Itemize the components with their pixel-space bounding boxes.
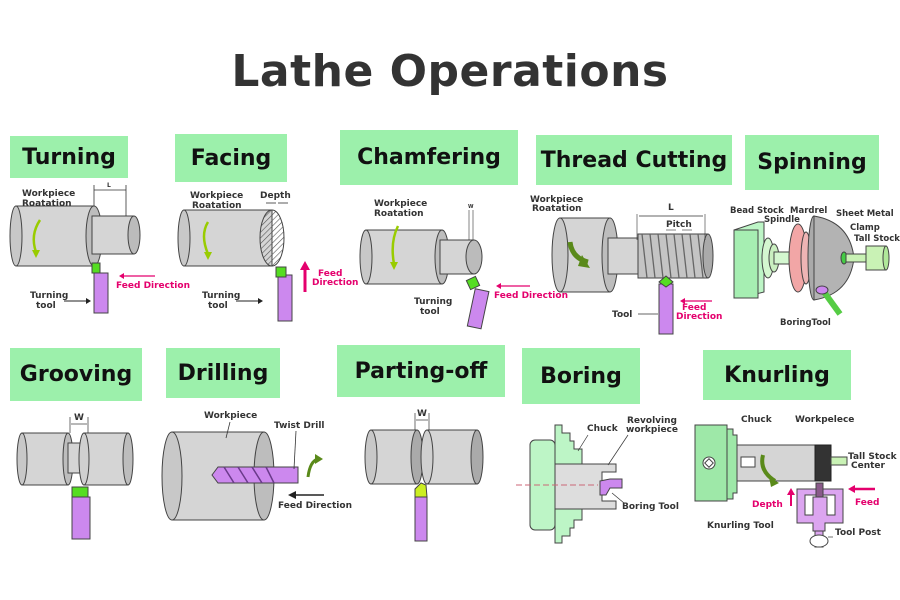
drilling-diagram: Workpiece Twist Drill Feed Direction xyxy=(161,411,352,521)
feed-label: Feed xyxy=(855,498,879,508)
svg-text:Roatation: Roatation xyxy=(374,209,424,219)
operation-label-parting-off: Parting-off xyxy=(337,345,505,397)
cutting-tool xyxy=(91,262,109,314)
panel-turning: Turning Workpiece Roatation L Turning to… xyxy=(0,130,190,330)
feed-direction-label: Feed Direction xyxy=(116,281,190,291)
svg-text:Mardrel: Mardrel xyxy=(790,206,827,216)
panel-grooving: Grooving W xyxy=(0,345,165,555)
svg-text:Roatation: Roatation xyxy=(22,199,72,209)
panel-drilling: Drilling Workpiece Twist Drill Feed Dire… xyxy=(160,345,352,555)
svg-text:Center: Center xyxy=(851,461,886,471)
panel-thread-cutting: Thread Cutting Workpiece Roatation L Pit… xyxy=(530,130,732,335)
facing-diagram: Workpiece Roatation Depth Turning tool F… xyxy=(177,191,358,322)
boring-tool xyxy=(815,285,843,316)
panel-parting-off: Parting-off W xyxy=(335,345,510,555)
svg-text:Bead Stock: Bead Stock xyxy=(730,206,784,216)
operation-label-grooving: Grooving xyxy=(10,348,142,401)
chuck-label: Chuck xyxy=(741,415,773,425)
svg-text:Tall Stock: Tall Stock xyxy=(848,452,898,462)
chuck-label: Chuck xyxy=(587,424,619,434)
svg-text:Workpiece: Workpiece xyxy=(190,191,243,201)
workpiece xyxy=(9,205,141,267)
length-label: L xyxy=(668,203,674,213)
drill-label: Twist Drill xyxy=(274,421,325,431)
workpiece-label: Workpelece xyxy=(795,415,854,425)
length-label: L xyxy=(107,182,111,189)
revolving-workpiece xyxy=(554,463,617,510)
chamfering-diagram: Workpiece Roatation W Turning tool xyxy=(359,199,490,330)
spinning-diagram: Bead Stock Spindle Mardrel Sheet Metal C… xyxy=(730,206,900,328)
operation-label-facing: Facing xyxy=(175,134,287,182)
boring-diagram: Chuck Revolving workpiece Boring Tool xyxy=(516,416,679,544)
turning-diagram: Workpiece Roatation L Turning tool Feed … xyxy=(9,182,190,314)
workpiece-label: Workpiece xyxy=(204,411,257,421)
svg-text:BoringTool: BoringTool xyxy=(780,318,831,328)
knurling-tool xyxy=(796,482,844,548)
operation-label-boring: Boring xyxy=(522,348,640,404)
svg-text:workpiece: workpiece xyxy=(626,425,678,435)
tool-label: Boring Tool xyxy=(622,502,679,512)
panel-boring: Boring Chuck Revolving workpiece Boring … xyxy=(510,345,685,555)
svg-text:Direction: Direction xyxy=(312,278,358,288)
svg-text:Spindle: Spindle xyxy=(764,215,800,225)
rotation-arrow-icon xyxy=(32,219,42,253)
bead-stock xyxy=(733,221,765,299)
grooving-diagram: W xyxy=(16,413,134,540)
rotation-label: Workpiece xyxy=(22,189,75,199)
pitch-label: Pitch xyxy=(666,220,692,230)
workpiece-label: Revolving xyxy=(627,416,677,426)
svg-text:tool: tool xyxy=(420,307,440,317)
svg-text:Turning: Turning xyxy=(414,297,452,307)
svg-text:W: W xyxy=(468,204,474,210)
thread xyxy=(637,233,714,279)
parting-off-diagram: W xyxy=(364,409,484,542)
boring-tool xyxy=(599,478,623,496)
twist-drill xyxy=(211,466,299,484)
svg-text:Feed: Feed xyxy=(682,303,706,313)
sheet-metal xyxy=(807,215,855,301)
operation-label-spinning: Spinning xyxy=(745,135,879,190)
operation-label-turning: Turning xyxy=(10,136,128,178)
svg-text:Sheet Metal: Sheet Metal xyxy=(836,209,894,219)
svg-text:Roatation: Roatation xyxy=(192,201,242,211)
svg-text:Tall Stock: Tall Stock xyxy=(854,234,900,244)
operation-label-drilling: Drilling xyxy=(166,348,280,398)
width-label: W xyxy=(417,409,427,419)
panel-chamfering: Chamfering Workpiece Roatation W Turning… xyxy=(340,130,525,330)
svg-text:tool: tool xyxy=(36,301,56,311)
depth-label: Depth xyxy=(752,500,783,510)
tool-label: Turning xyxy=(30,291,68,301)
svg-text:Turning: Turning xyxy=(202,291,240,301)
width-label: W xyxy=(74,413,84,423)
tool-label: Tool xyxy=(612,310,632,320)
thread-cutting-diagram: Workpiece Roatation L Pitch Tool Feed Di… xyxy=(530,195,722,335)
panel-facing: Facing Workpiece Roatation Depth Turning… xyxy=(170,130,358,330)
panel-spinning: Spinning Bead Stock Spindle Mardrel Shee… xyxy=(730,130,900,330)
svg-text:Workpiece: Workpiece xyxy=(374,199,427,209)
operation-label-chamfering: Chamfering xyxy=(340,130,518,185)
tool-post-label: Tool Post xyxy=(835,528,882,538)
panel-knurling: Knurling Chuck Workpelece Tall Stock Cen… xyxy=(685,345,900,560)
svg-text:Feed: Feed xyxy=(318,269,342,279)
knurling-diagram: Chuck Workpelece Tall Stock Center Depth… xyxy=(694,415,898,548)
svg-text:Direction: Direction xyxy=(676,312,722,322)
feed-direction-label: Feed Direction xyxy=(278,501,352,511)
svg-text:tool: tool xyxy=(208,301,228,311)
svg-text:Clamp: Clamp xyxy=(850,223,880,233)
depth-label: Depth xyxy=(260,191,291,201)
operation-label-knurling: Knurling xyxy=(703,350,851,400)
chuck xyxy=(694,424,738,502)
operation-label-thread-cutting: Thread Cutting xyxy=(536,135,732,185)
svg-text:Roatation: Roatation xyxy=(532,204,582,214)
page-title: Lathe Operations xyxy=(231,46,669,97)
tool-label: Knurling Tool xyxy=(707,521,774,531)
svg-text:Workpiece: Workpiece xyxy=(530,195,583,205)
